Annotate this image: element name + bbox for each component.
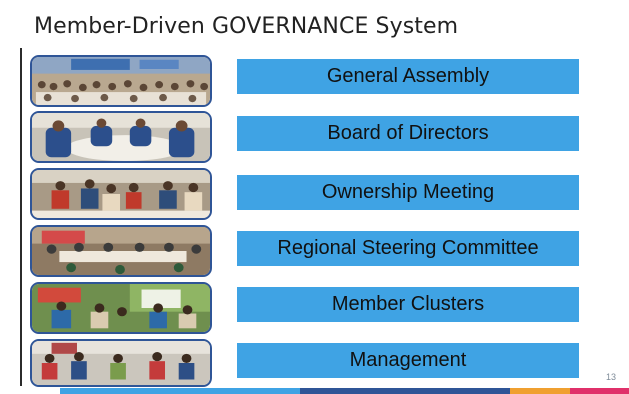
regional-steering-committee-label: Regional Steering Committee bbox=[237, 231, 579, 266]
footer-segment-orange bbox=[510, 388, 570, 394]
committee-photo bbox=[30, 225, 212, 277]
board-meeting-photo bbox=[30, 111, 212, 163]
footer-color-bar bbox=[0, 384, 629, 394]
ownership-meeting-label: Ownership Meeting bbox=[237, 175, 579, 210]
member-clusters-label: Member Clusters bbox=[237, 287, 579, 322]
left-accent-line bbox=[20, 48, 22, 386]
clusters-photo bbox=[30, 282, 212, 334]
footer-segment-pink bbox=[570, 388, 629, 394]
general-assembly-label: General Assembly bbox=[237, 59, 579, 94]
assembly-photo bbox=[30, 55, 212, 107]
management-photo bbox=[30, 339, 212, 387]
slide-title: Member-Driven GOVERNANCE System bbox=[34, 14, 459, 39]
ownership-meeting-photo bbox=[30, 168, 212, 220]
footer-segment-dark-blue bbox=[300, 388, 510, 394]
management-label: Management bbox=[237, 343, 579, 378]
footer-segment-blank bbox=[0, 388, 60, 394]
footer-segment-light-blue bbox=[60, 388, 300, 394]
board-of-directors-label: Board of Directors bbox=[237, 116, 579, 151]
page-number: 13 bbox=[606, 372, 617, 382]
